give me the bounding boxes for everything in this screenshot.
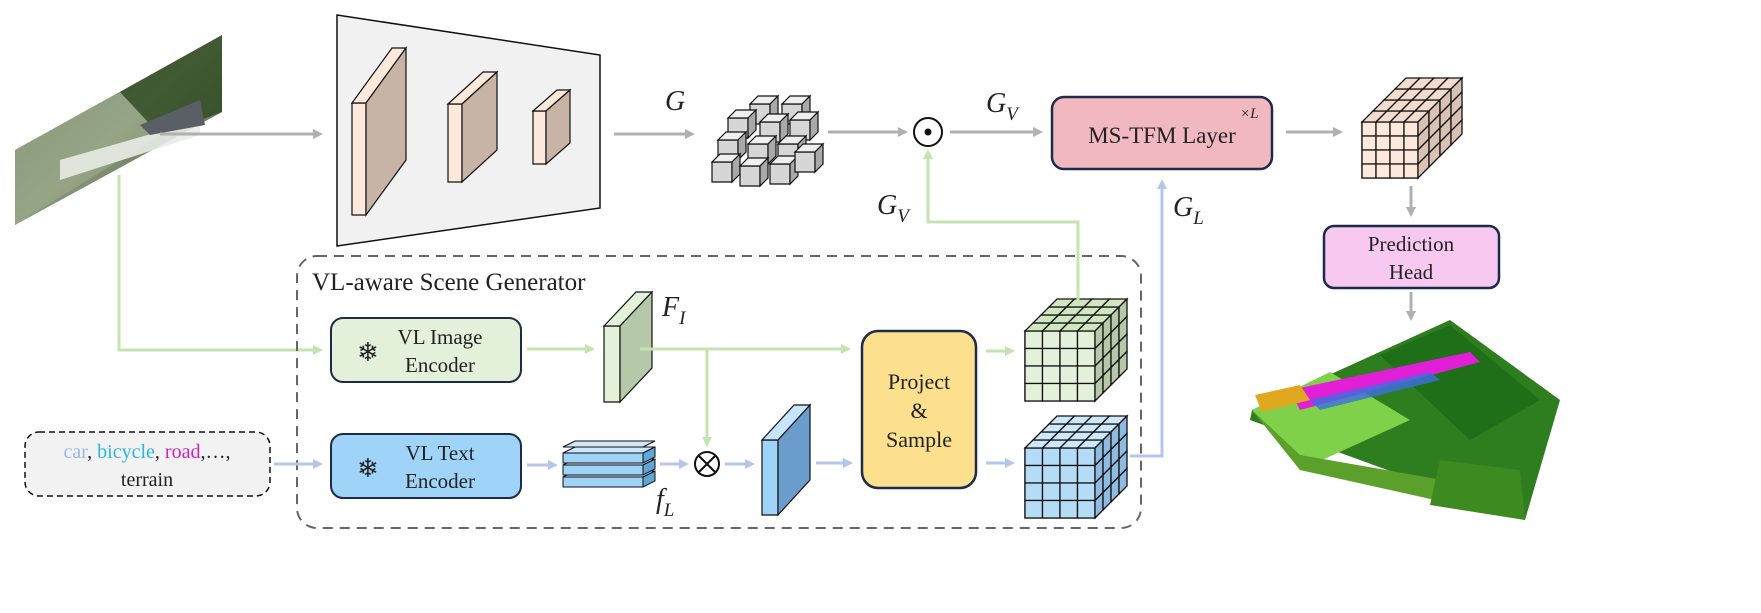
voxel-front xyxy=(1059,499,1079,519)
snowflake-icon: ❄ xyxy=(357,338,379,367)
fl-label: fL xyxy=(656,484,674,521)
voxel-front xyxy=(1041,447,1061,467)
voxel-front xyxy=(1375,121,1391,137)
vl-image-encoder-label-2: Encoder xyxy=(405,353,475,377)
prediction-head-block: Prediction Head xyxy=(1322,224,1501,290)
semantic-scene-output xyxy=(1250,320,1560,520)
voxel-front xyxy=(1076,464,1096,484)
text-guided-volume-gl xyxy=(1023,414,1129,520)
ms-tfm-layer-block: MS-TFM Layer ×L xyxy=(1050,95,1274,171)
voxel-front xyxy=(1403,149,1419,165)
prediction-head-label-2: Head xyxy=(1389,260,1434,284)
voxel-front xyxy=(1024,365,1044,385)
voxel-front xyxy=(1361,149,1377,165)
arrow-gv-to-odot xyxy=(923,149,1080,303)
voxel-front xyxy=(1059,482,1079,502)
vl-text-encoder-label-2: Encoder xyxy=(405,469,475,493)
voxel-front xyxy=(1389,135,1405,151)
class-bicycle: bicycle xyxy=(97,441,155,463)
voxel-front xyxy=(1403,163,1419,179)
voxel-front xyxy=(1361,163,1377,179)
voxel-front xyxy=(1076,499,1096,519)
project-sample-block: Project & Sample xyxy=(860,329,978,490)
voxel-front xyxy=(1403,121,1419,137)
vl-aware-scene-generator: VL-aware Scene Generator xyxy=(296,255,1142,529)
voxel-front xyxy=(1024,447,1044,467)
voxel-front xyxy=(1076,365,1096,385)
vl-image-encoder-block: ❄ VL Image Encoder xyxy=(330,317,522,383)
voxel-front xyxy=(1076,447,1096,467)
voxel-front xyxy=(1024,382,1044,402)
voxel-front xyxy=(1076,482,1096,502)
prediction-head-label-1: Prediction xyxy=(1368,232,1455,256)
sparse-voxel-g xyxy=(711,95,824,187)
vl-text-encoder-block: ❄ VL Text Encoder xyxy=(330,433,522,499)
outer-product-icon xyxy=(694,451,720,477)
voxel-front xyxy=(1059,365,1079,385)
voxel-front xyxy=(1041,347,1061,367)
class-terrain: terrain xyxy=(121,469,173,491)
voxel-front xyxy=(1059,382,1079,402)
voxel-front xyxy=(1403,135,1419,151)
g-label: G xyxy=(665,86,685,117)
ampersand-label: & xyxy=(910,398,927,423)
voxel-front xyxy=(1361,135,1377,151)
voxel-front xyxy=(1059,330,1079,350)
sample-label: Sample xyxy=(886,427,952,452)
fi-label: FI xyxy=(661,292,687,329)
gv-top-label: GV xyxy=(986,88,1020,125)
class-prompt-box: car,bicycle,road,…, terrain xyxy=(24,431,271,497)
gv-mid-label: GV xyxy=(877,190,911,227)
image-guided-volume-gv xyxy=(1023,297,1129,403)
voxel-front xyxy=(1389,149,1405,165)
voxel-front xyxy=(1076,330,1096,350)
voxel-front xyxy=(1041,365,1061,385)
class-car: car xyxy=(64,441,89,463)
voxel-front xyxy=(1041,499,1061,519)
voxel-front xyxy=(1041,330,1061,350)
gl-label: GL xyxy=(1173,192,1204,229)
output-voxel-volume xyxy=(1360,76,1464,180)
vl-image-encoder-label-1: VL Image xyxy=(398,325,483,349)
voxel-side xyxy=(1118,349,1128,379)
image-encoder-backbone xyxy=(336,14,601,247)
voxel-front xyxy=(1059,464,1079,484)
scene-generator-title: VL-aware Scene Generator xyxy=(312,269,586,296)
voxel-front xyxy=(1389,121,1405,137)
input-image xyxy=(15,35,222,225)
class-road: road xyxy=(165,441,201,463)
class-list-text: car,bicycle,road,…, xyxy=(64,441,231,463)
voxel-front xyxy=(1024,347,1044,367)
voxel-front xyxy=(1076,382,1096,402)
voxel-front xyxy=(1375,135,1391,151)
vl-text-encoder-label-1: VL Text xyxy=(405,441,474,465)
voxel-front xyxy=(1059,447,1079,467)
voxel-front xyxy=(1076,347,1096,367)
voxel-side xyxy=(1450,118,1463,147)
voxel-front xyxy=(1024,482,1044,502)
image-feature-fi xyxy=(602,290,654,404)
voxel-front xyxy=(1041,382,1061,402)
voxel-front xyxy=(1361,121,1377,137)
voxel-front xyxy=(1375,163,1391,179)
arrow-image-to-vl-image-encoder xyxy=(117,175,323,355)
voxel-side xyxy=(1118,466,1128,496)
ms-tfm-label: MS-TFM Layer xyxy=(1088,123,1236,148)
hadamard-product-icon xyxy=(913,117,943,147)
fused-feature-map xyxy=(760,403,812,517)
voxel-front xyxy=(1024,499,1044,519)
voxel-front xyxy=(1041,464,1061,484)
voxel-front xyxy=(1059,347,1079,367)
arrow-gl-to-mstfm xyxy=(1130,179,1167,458)
voxel-front xyxy=(1024,464,1044,484)
voxel-front xyxy=(1024,330,1044,350)
project-label: Project xyxy=(888,369,950,394)
snowflake-icon: ❄ xyxy=(357,454,379,483)
times-l-label: ×L xyxy=(1240,106,1258,122)
text-features-fl xyxy=(562,440,656,488)
voxel-front xyxy=(1041,482,1061,502)
voxel-front xyxy=(1375,149,1391,165)
voxel-front xyxy=(1389,163,1405,179)
